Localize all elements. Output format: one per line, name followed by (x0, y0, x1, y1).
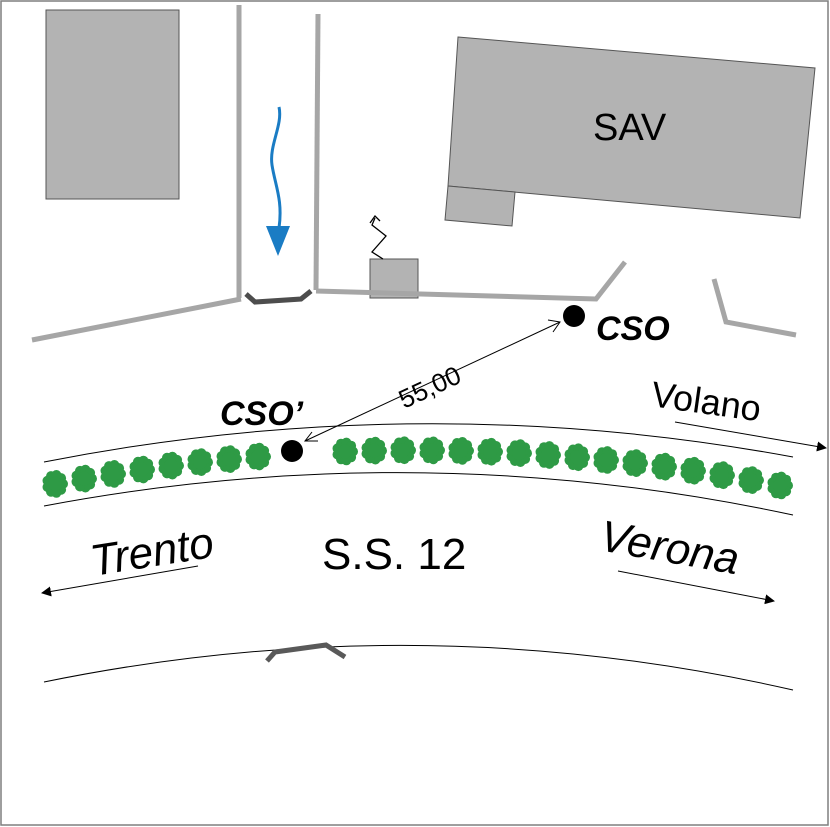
distance-label: 55,00 (394, 360, 466, 415)
shrub-core (48, 476, 62, 491)
hedge-shrub (564, 443, 590, 472)
shrub-core (483, 444, 497, 459)
hedge-shrub (506, 439, 532, 467)
volano-label: Volano (649, 373, 764, 429)
hedge-shrub (651, 452, 677, 481)
hedge-shrub (42, 470, 68, 498)
building-left (45, 9, 180, 200)
hedge-shrub (390, 436, 416, 465)
shrub-core (425, 443, 439, 458)
hedge-shrub (448, 437, 474, 465)
point-cso-prime (281, 440, 303, 462)
hedge-shrub (129, 455, 155, 484)
flow-arrow-icon (266, 106, 290, 256)
shrub-core (454, 443, 468, 458)
antenna-icon (369, 214, 387, 260)
hedge-shrub (535, 441, 561, 469)
hedge-shrub (680, 456, 706, 485)
trento-label: Trento (87, 518, 217, 586)
hedge-shrub (361, 436, 387, 465)
shrub-core (367, 443, 381, 458)
verona-label: Verona (596, 512, 743, 585)
arrow-trento (41, 565, 199, 597)
shrub-core (541, 448, 555, 462)
hedge-shrub (593, 446, 619, 474)
hedge-shrub (187, 448, 213, 476)
shrub-core (628, 456, 642, 471)
shrub-core (77, 471, 91, 486)
building-sav (444, 36, 816, 227)
hedge-shrub (419, 436, 445, 465)
shrub-core (512, 446, 526, 461)
arrow-volano (674, 421, 827, 452)
hedge-shrub (622, 449, 648, 477)
shrub-core (657, 459, 671, 474)
hedge-shrub (477, 437, 503, 466)
shrub-core (396, 443, 410, 458)
shrub-core (715, 468, 729, 483)
cso-label: CSO (596, 310, 670, 348)
shrub-core (570, 450, 584, 465)
shrub-core (222, 452, 236, 467)
cso-prime-label: CSO’ (220, 395, 304, 433)
shrub-core (251, 449, 265, 464)
hedge-shrub (738, 466, 764, 494)
hedge-shrub (709, 461, 735, 490)
hedge (42, 436, 793, 500)
hedge-shrub (100, 460, 126, 488)
arrow-verona (617, 570, 775, 605)
culvert-bottom (265, 642, 347, 663)
hedge-shrub (216, 445, 242, 473)
hedge-shrub (245, 442, 271, 471)
main-road (43, 423, 794, 691)
hedge-shrub (158, 451, 184, 480)
distance-arrow-head-a (547, 319, 561, 333)
point-cso (563, 305, 585, 327)
shrub-core (193, 455, 207, 470)
road-label: S.S. 12 (322, 530, 466, 579)
hedge-shrub (71, 464, 97, 493)
building-sav-label: SAV (593, 107, 667, 149)
distance-arrow-head-b (303, 431, 318, 442)
side-streets (31, 5, 797, 343)
shrub-core (135, 462, 149, 477)
shrub-core (106, 466, 120, 481)
shrub-core (164, 458, 178, 473)
distance-line (304, 321, 561, 442)
culvert-top (244, 289, 313, 305)
shrub-core (686, 463, 700, 478)
hedge-shrub (332, 437, 358, 466)
hedge-shrub (767, 471, 793, 500)
shrub-core (773, 478, 787, 493)
shrub-core (744, 473, 758, 488)
shrub-core (599, 453, 613, 467)
shrub-core (338, 444, 352, 459)
